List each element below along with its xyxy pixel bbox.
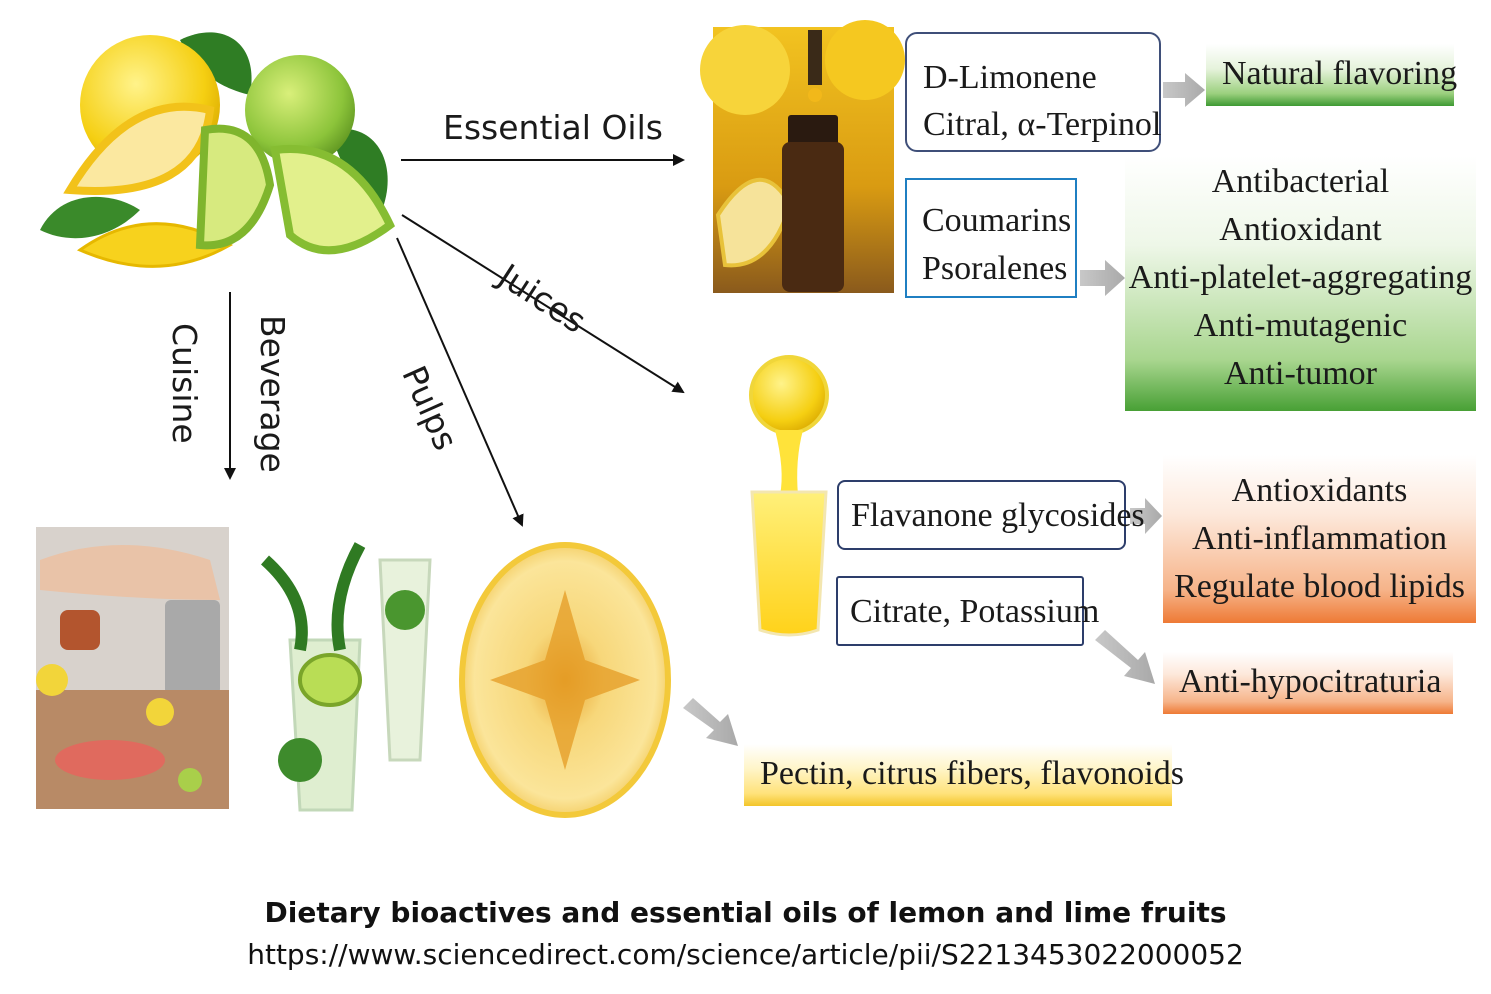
oil-effects-box: Antibacterial Antioxidant Anti-platelet-…	[1125, 156, 1476, 411]
limonene-line-2: Citral, α-Terpinol	[923, 101, 1159, 148]
effect-antibacterial: Antibacterial	[1125, 158, 1476, 206]
effect-regulate-lipids: Regulate blood lipids	[1163, 563, 1476, 611]
effect-anti-inflammation: Anti-inflammation	[1163, 515, 1476, 563]
squeezed-lemon-photo	[462, 545, 668, 815]
juice-glass-photo	[751, 357, 827, 635]
pectin-text: Pectin, citrus fibers, flavonoids	[760, 750, 1172, 798]
coumarins-line-2: Psoralenes	[922, 245, 1075, 293]
limonene-to-flavoring-arrow	[1163, 73, 1205, 107]
effect-anti-mutagenic: Anti-mutagenic	[1125, 302, 1476, 350]
flavanone-box: Flavanone glycosides	[837, 480, 1126, 550]
caption-url: https://www.sciencedirect.com/science/ar…	[0, 938, 1491, 971]
citrate-box: Citrate, Potassium	[836, 576, 1084, 646]
citrate-to-hypocitraturia-arrow	[1095, 630, 1155, 684]
limonene-line-1: D-Limonene	[923, 54, 1159, 101]
essential-oils-label: Essential Oils	[443, 108, 663, 147]
pectin-box: Pectin, citrus fibers, flavonoids	[744, 744, 1172, 806]
natural-flavoring-box: Natural flavoring	[1206, 44, 1454, 106]
effect-antioxidants: Antioxidants	[1163, 467, 1476, 515]
pulp-to-pectin-arrow	[683, 698, 738, 746]
flavanone-text: Flavanone glycosides	[851, 492, 1124, 540]
beverage-label: Beverage	[253, 315, 292, 473]
natural-flavoring-text: Natural flavoring	[1222, 50, 1454, 98]
beverage-photo	[255, 538, 433, 818]
hypocitraturia-box: Anti-hypocitraturia	[1163, 652, 1453, 714]
effect-anti-tumor: Anti-tumor	[1125, 350, 1476, 398]
cuisine-photo	[36, 527, 229, 809]
caption-title: Dietary bioactives and essential oils of…	[0, 896, 1491, 929]
lemon-lime-photo	[40, 32, 390, 266]
hypocitraturia-text: Anti-hypocitraturia	[1179, 658, 1453, 706]
coumarins-box: Coumarins Psoralenes	[905, 178, 1077, 298]
juice-effects-box: Antioxidants Anti-inflammation Regulate …	[1163, 455, 1476, 623]
limonene-box: D-Limonene Citral, α-Terpinol	[905, 32, 1161, 152]
effect-anti-platelet: Anti-platelet-aggregating	[1125, 254, 1476, 302]
coumarins-to-effects-arrow	[1080, 260, 1125, 296]
essential-oil-bottle-photo	[700, 20, 905, 293]
citrate-text: Citrate, Potassium	[850, 588, 1082, 636]
cuisine-label: Cuisine	[165, 323, 204, 444]
effect-antioxidant: Antioxidant	[1125, 206, 1476, 254]
coumarins-line-1: Coumarins	[922, 197, 1075, 245]
